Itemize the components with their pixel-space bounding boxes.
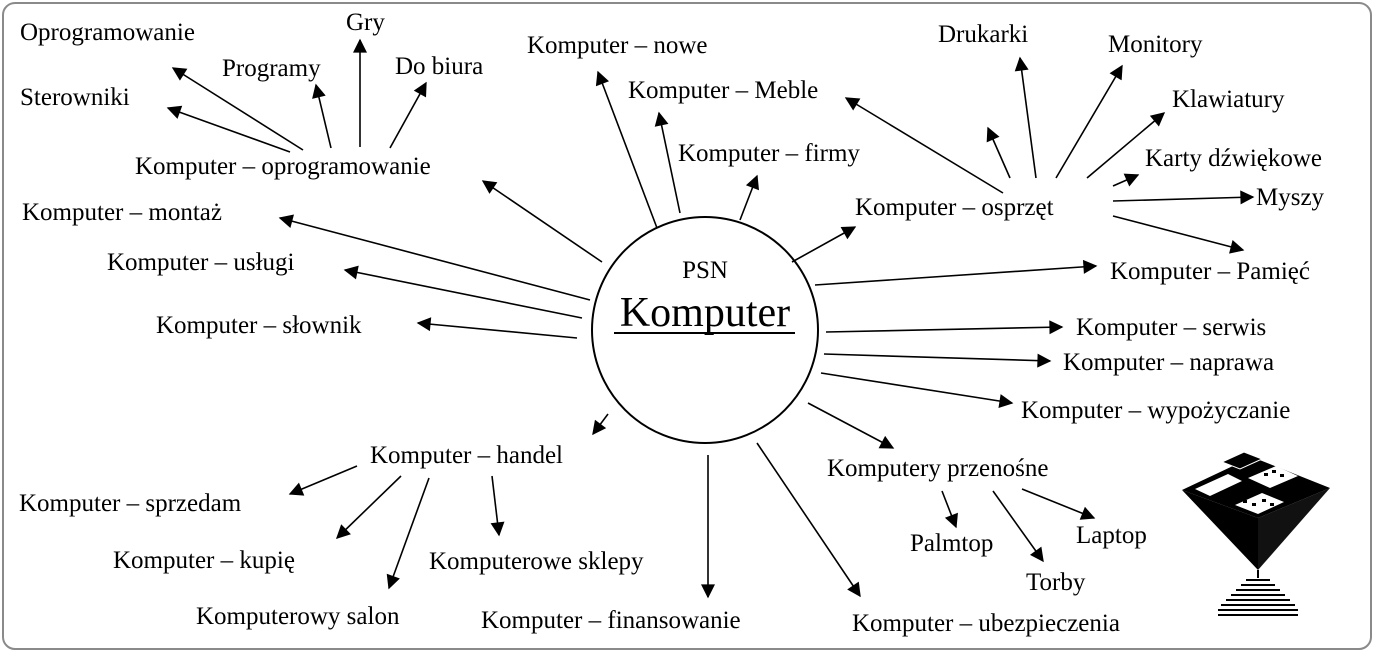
label-komputer-oprogramowanie: Komputer – oprogramowanie xyxy=(135,153,431,180)
label-monitory: Monitory xyxy=(1108,31,1203,58)
label-komputer-finansowanie: Komputer – finansowanie xyxy=(481,607,741,634)
border xyxy=(2,2,1372,650)
label-komputer-wypozyczanie: Komputer – wypożyczanie xyxy=(1021,397,1290,424)
arrow xyxy=(592,413,609,436)
label-do-biura: Do biura xyxy=(395,53,483,80)
arrow xyxy=(1112,190,1255,205)
hub-label-big: Komputer xyxy=(620,290,790,336)
label-komputer-firmy: Komputer – firmy xyxy=(678,140,860,167)
arrow xyxy=(171,67,304,151)
arrow xyxy=(312,83,332,149)
arrow xyxy=(654,111,681,214)
label-laptop: Laptop xyxy=(1076,522,1147,549)
arrow xyxy=(278,214,591,301)
label-komputer-kupie: Komputer – kupię xyxy=(113,547,295,574)
label-komputery-przenosne: Komputery przenośne xyxy=(827,455,1048,482)
arrow xyxy=(416,317,578,339)
label-komputerowe-sklepy: Komputerowe sklepy xyxy=(429,548,644,575)
arrow xyxy=(166,105,291,153)
label-komputer-slownik: Komputer – słownik xyxy=(156,312,362,339)
arrow xyxy=(791,226,857,263)
arrow xyxy=(288,465,358,496)
arrow xyxy=(825,320,1064,335)
arrow xyxy=(807,402,895,449)
arrow xyxy=(820,372,1014,408)
arrows xyxy=(166,38,1255,599)
arrow xyxy=(823,353,1052,368)
arrow xyxy=(1014,56,1037,179)
label-komputer-pamiec: Komputer – Pamięć xyxy=(1110,258,1310,285)
arrow xyxy=(986,126,1011,179)
label-oprogramowanie: Oprogramowanie xyxy=(20,19,195,46)
label-komputer-ubezpieczenia: Komputer – ubezpieczenia xyxy=(852,610,1120,637)
label-komputer-osprzet: Komputer – osprzęt xyxy=(855,194,1054,221)
label-sterowniki: Sterowniki xyxy=(20,84,130,111)
arrow xyxy=(1112,215,1245,254)
label-klawiatury: Klawiatury xyxy=(1172,86,1285,113)
house-logo-icon xyxy=(1182,451,1330,616)
label-myszy: Myszy xyxy=(1256,184,1325,211)
arrow xyxy=(386,477,430,590)
hub-label-small: PSN xyxy=(682,257,728,284)
label-komputer-montaz: Komputer – montaż xyxy=(22,199,222,226)
arrow xyxy=(335,475,402,539)
arrow xyxy=(1112,173,1140,187)
arrow xyxy=(941,490,958,529)
arrow xyxy=(844,97,1004,194)
arrow xyxy=(814,259,1098,286)
arrow xyxy=(1021,488,1096,520)
label-komputer-naprawa: Komputer – naprawa xyxy=(1063,349,1274,376)
arrow xyxy=(343,265,583,319)
label-torby: Torby xyxy=(1026,569,1086,596)
arrow xyxy=(739,174,759,221)
label-programy: Programy xyxy=(222,55,321,82)
label-komputer-meble: Komputer – Meble xyxy=(628,77,818,104)
label-gry: Gry xyxy=(346,9,385,36)
label-karty-dzwiekowe: Karty dźwiękowe xyxy=(1145,145,1322,172)
arrow xyxy=(389,81,427,149)
arrow xyxy=(595,70,658,229)
hub-circle xyxy=(591,216,819,444)
label-komputer-serwis: Komputer – serwis xyxy=(1076,314,1266,341)
arrow xyxy=(1086,112,1166,179)
label-komputer-nowe: Komputer – nowe xyxy=(527,32,708,59)
arrow xyxy=(756,442,861,598)
arrow xyxy=(1055,64,1123,179)
label-drukarki: Drukarki xyxy=(938,21,1028,48)
arrow xyxy=(992,490,1044,563)
arrow xyxy=(481,180,603,263)
arrow xyxy=(490,475,505,537)
label-palmtop: Palmtop xyxy=(910,530,993,557)
label-komputer-sprzedam: Komputer – sprzedam xyxy=(19,490,242,517)
label-komputer-handel: Komputer – handel xyxy=(370,442,563,469)
label-komputer-uslugi: Komputer – usługi xyxy=(107,249,295,276)
label-komputerowy-salon: Komputerowy salon xyxy=(196,603,400,630)
